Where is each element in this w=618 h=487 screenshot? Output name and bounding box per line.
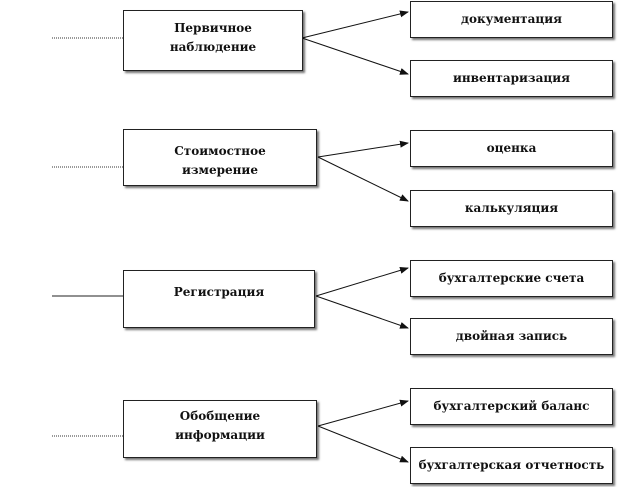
stage-label-information-summary: Обобщение информации	[175, 409, 265, 442]
arrow-stage2-to-result2	[317, 156, 409, 202]
arrow-stage4-to-result2	[317, 425, 409, 463]
stage-box-value-measurement: Стоимостное измерение	[123, 129, 317, 186]
result-box-accounting-accounts: бухгалтерские счета	[410, 260, 613, 297]
stage-label-primary-observation: Первичное наблюдение	[169, 21, 257, 54]
result-box-costing: калькуляция	[410, 190, 613, 227]
result-label-costing: калькуляция	[464, 201, 559, 215]
result-box-balance-sheet: бухгалтерский баланс	[410, 388, 613, 425]
result-label-balance-sheet: бухгалтерский баланс	[433, 399, 590, 413]
arrow-stage4-to-result1	[317, 399, 409, 427]
stage-box-registration: Регистрация	[123, 270, 315, 328]
result-box-documentation: документация	[410, 1, 613, 38]
result-box-valuation: оценка	[410, 130, 613, 167]
result-label-documentation: документация	[460, 12, 563, 26]
result-box-inventory: инвентаризация	[410, 60, 613, 97]
arrow-stage1-to-result1	[301, 10, 409, 39]
arrow-stage3-to-result1	[315, 266, 409, 297]
result-box-financial-reporting: бухгалтерская отчетность	[410, 447, 613, 484]
arrow-stage3-to-result2	[315, 295, 409, 329]
result-label-double-entry: двойная запись	[455, 329, 568, 343]
result-label-financial-reporting: бухгалтерская отчетность	[418, 458, 605, 472]
result-label-accounting-accounts: бухгалтерские счета	[438, 271, 585, 285]
stage-box-information-summary: Обобщение информации	[123, 400, 317, 458]
stage-label-registration: Регистрация	[173, 285, 265, 299]
stage-box-primary-observation: Первичное наблюдение	[123, 10, 303, 71]
result-label-inventory: инвентаризация	[452, 71, 570, 85]
stage-label-value-measurement: Стоимостное измерение	[174, 144, 266, 177]
arrow-stage2-to-result1	[317, 140, 409, 158]
result-label-valuation: оценка	[486, 141, 537, 155]
arrow-stage1-to-result2	[301, 37, 409, 75]
result-box-double-entry: двойная запись	[410, 318, 613, 355]
